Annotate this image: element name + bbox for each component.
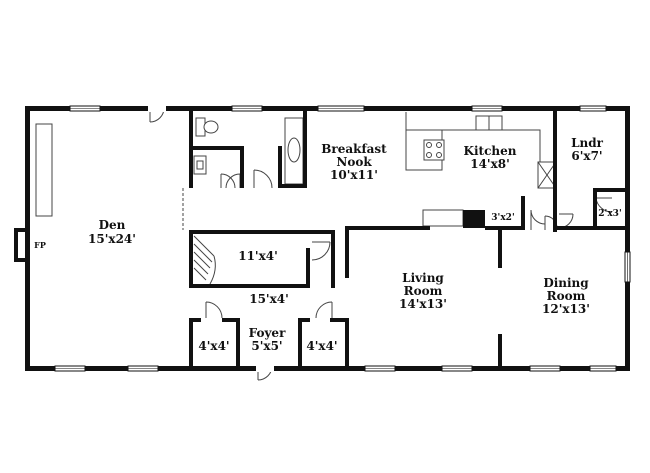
laundry-name: Lndr (571, 136, 604, 150)
foyer-name: Foyer (249, 326, 286, 340)
closet-left-dims: 4'x4' (198, 339, 229, 353)
stove-icon (423, 139, 445, 161)
stair-closet-dims: 11'x4' (238, 249, 278, 263)
den-built-in (35, 123, 53, 217)
room-labels: Den 15'x24' Breakfast Nook 10'x11' Kitch… (34, 136, 622, 353)
kitchen-name: Kitchen (464, 144, 517, 158)
breakfast-dims: 10'x11' (330, 168, 378, 182)
fireplace-label: FP (34, 240, 46, 250)
dining-name: Dining (543, 276, 589, 290)
dining-name-2: Room (547, 289, 586, 303)
stair-icon (193, 235, 216, 285)
door-openings (148, 105, 274, 372)
door-swing-icon (149, 107, 613, 381)
laundry-dims: 6'x7' (571, 149, 602, 163)
toilet-icon (195, 117, 219, 137)
bathtub-icon (284, 117, 304, 185)
water-heater (463, 210, 485, 228)
den-dims: 15'x24' (88, 232, 136, 246)
pantry-dims: 3'x2' (491, 213, 514, 223)
breakfast-name: Breakfast (321, 142, 387, 156)
sink-icon (193, 155, 207, 175)
closet-2x3-dims: 2'x3' (598, 209, 621, 219)
foyer-dims: 5'x5' (251, 339, 282, 353)
dining-dims: 12'x13' (542, 302, 590, 316)
breakfast-name-2: Nook (336, 155, 372, 169)
kitchen-dims: 14'x8' (470, 157, 510, 171)
living-name-2: Room (404, 284, 443, 298)
window-center-lines (55, 108, 628, 369)
hall-dims: 15'x4' (249, 292, 289, 306)
living-name: Living (402, 271, 444, 285)
den-name: Den (99, 218, 126, 232)
living-dims: 14'x13' (399, 297, 447, 311)
closet-right-dims: 4'x4' (306, 339, 337, 353)
kitchen-sink-icon (475, 115, 503, 131)
